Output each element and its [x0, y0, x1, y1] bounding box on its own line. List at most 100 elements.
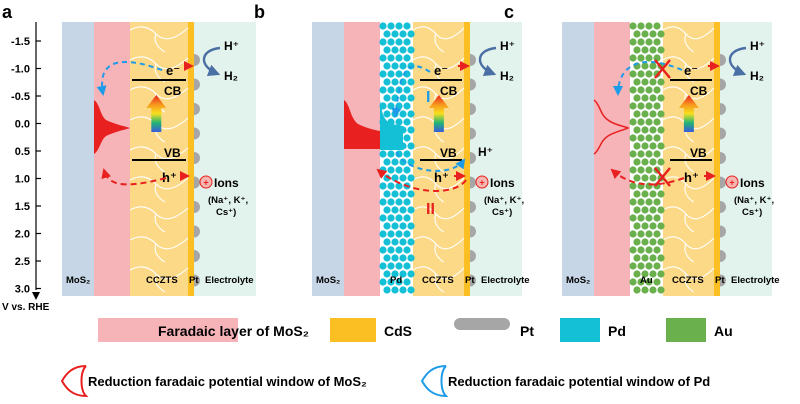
blocked-hole-icon — [654, 167, 671, 187]
layer-label-mos2: MoS₂ — [566, 275, 590, 286]
electrolyte-region — [470, 22, 522, 296]
hole-label: h⁺ — [162, 170, 177, 185]
mos2-layer — [62, 22, 94, 296]
layer-label-mos2: MoS₂ — [316, 275, 340, 286]
axis-label: V vs. RHE — [2, 302, 50, 313]
layer-label-electrolyte: Electrolyte — [481, 275, 530, 286]
cb-label: CB — [440, 84, 458, 98]
legend-materials: Faradaic layer of MoS₂ CdS Pt Pd Au — [98, 318, 733, 342]
hole-label: h⁺ — [684, 170, 699, 185]
legend-swatch — [666, 318, 706, 342]
hydrogen-label: H₂ — [500, 69, 514, 83]
hydrogen-evolution-arrow-icon — [728, 46, 747, 76]
legend-windows: Reduction faradaic potential window of M… — [60, 365, 710, 398]
ion-list-line-1: (Na⁺, K⁺, — [734, 195, 774, 206]
legend-swatch — [330, 318, 376, 342]
mos2-faradaic-window — [593, 99, 630, 155]
svg-text:+: + — [203, 178, 208, 188]
electrolyte-region — [720, 22, 772, 296]
electron-label: e⁻ — [166, 63, 180, 78]
layer-label-pt: Pt — [715, 275, 725, 286]
hydrogen-label: H₂ — [224, 69, 238, 83]
ion-icon — [725, 175, 739, 189]
proton-label: H⁺ — [750, 39, 765, 53]
ion-icon — [199, 175, 213, 189]
hole-recombination-path — [610, 168, 685, 186]
layer-label-middle: Au — [640, 275, 653, 286]
hole-recombination-path — [376, 168, 467, 192]
hole-label: h⁺ — [434, 170, 449, 185]
electron-recombination-path — [96, 61, 163, 96]
legend-label: CdS — [384, 323, 412, 339]
layer-label-cczts: CCZTS — [146, 275, 178, 286]
window-peak-icon — [420, 365, 449, 398]
pt-particles — [470, 54, 476, 287]
axis-tick-label: 0.0 — [15, 119, 30, 131]
ion-list-line-2: Cs⁺) — [216, 207, 236, 218]
legend-item: Pt — [454, 318, 534, 339]
vb-label: VB — [164, 146, 181, 160]
proton-label: H⁺ — [500, 39, 515, 53]
layer-label-middle: Pd — [390, 275, 402, 286]
electron-recombination-path — [613, 60, 683, 96]
layer-label-mos2: MoS₂ — [66, 275, 90, 286]
faradaic-layer — [594, 22, 630, 296]
legend-item: Pd — [560, 318, 626, 342]
legend-label: Pt — [520, 323, 534, 339]
axis-arrow-icon — [32, 292, 40, 300]
layer-label-electrolyte: Electrolyte — [731, 275, 780, 286]
svg-text:+: + — [729, 178, 734, 188]
pd-hole-path — [395, 149, 466, 172]
au-particle-layer — [629, 22, 665, 294]
ion-list-line-2: Cs⁺) — [742, 207, 762, 218]
axis-tick-label: -1.0 — [11, 64, 30, 76]
axis-ticks: -1.5-1.0-0.50.00.51.01.52.02.53.0 — [11, 36, 41, 296]
legend-swatch — [98, 318, 238, 342]
mos2-layer — [562, 22, 594, 296]
legend-item: CdS — [330, 318, 412, 342]
axis-tick-label: 1.5 — [15, 201, 30, 213]
mos2-layer — [312, 22, 344, 296]
legend-window-item: Reduction faradaic potential window of M… — [60, 365, 367, 398]
ion-icon — [475, 175, 489, 189]
axis-tick-label: 3.0 — [15, 284, 30, 296]
electron-label: e⁻ — [684, 63, 698, 78]
proton-label: H⁺ — [224, 39, 239, 53]
legend-window-label: Reduction faradaic potential window of M… — [88, 374, 367, 389]
ion-list-line-1: (Na⁺, K⁺, — [484, 195, 524, 206]
vb-label: VB — [440, 146, 457, 160]
ions-label: Ions — [740, 176, 765, 190]
ions-label: Ions — [214, 176, 239, 190]
hole-recombination-path — [101, 168, 167, 186]
vb-label: VB — [690, 146, 707, 160]
path-ii-label: II — [426, 201, 435, 218]
legend-window-item: Reduction faradaic potential window of P… — [420, 365, 710, 398]
electron-label: e⁻ — [434, 63, 448, 78]
panel-letter: b — [254, 2, 265, 22]
potential-axis: -1.5-1.0-0.50.00.51.01.52.02.53.0 V vs. … — [2, 22, 50, 313]
axis-tick-label: 0.5 — [15, 146, 30, 158]
hydrogen-label: H₂ — [750, 69, 764, 83]
photoexcitation-arrow-icon — [428, 95, 449, 132]
pt-particles — [194, 54, 201, 287]
legend-window-label: Reduction faradaic potential window of P… — [448, 374, 710, 389]
path-i-label: I — [426, 89, 430, 106]
layer-label-electrolyte: Electrolyte — [205, 275, 254, 286]
axis-tick-label: 1.0 — [15, 174, 30, 186]
legend-swatch — [560, 318, 600, 342]
legend-label: Faradaic layer of MoS₂ — [158, 323, 309, 339]
proton-label-2: H⁺ — [478, 145, 493, 159]
hydrogen-evolution-arrow-icon — [478, 46, 497, 76]
window-peak-icon — [60, 365, 89, 398]
layer-label-pt: Pt — [189, 275, 199, 286]
faradaic-layer — [344, 22, 380, 296]
ion-list-line-1: (Na⁺, K⁺, — [208, 195, 248, 206]
axis-tick-label: 2.5 — [15, 256, 30, 268]
legend-label: Au — [714, 323, 733, 339]
legend-item: Au — [666, 318, 733, 342]
legend-item: Faradaic layer of MoS₂ — [98, 318, 309, 342]
